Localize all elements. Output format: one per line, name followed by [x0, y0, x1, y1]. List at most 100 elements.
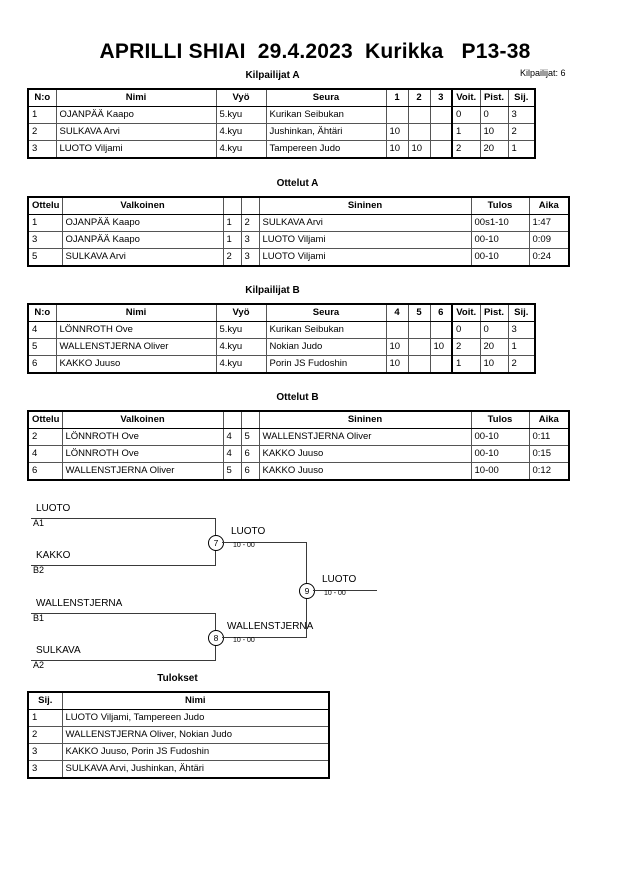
cell-m2: 10 [407, 140, 431, 159]
bracket-entry-name-3: WALLENSTJERNA [36, 598, 123, 609]
cell-white-no: 5 [222, 462, 242, 481]
cell-time: 0:24 [528, 248, 570, 267]
cell-m1: 10 [385, 338, 409, 356]
bracket-match-number-9: 9 [299, 583, 315, 599]
cell-blue-no: 2 [240, 214, 260, 232]
cell-m1 [385, 321, 409, 339]
col-rank: Sij. [507, 303, 536, 322]
caption-results: Tulokset [157, 673, 198, 684]
table-row: 3 SULKAVA Arvi, Jushinkan, Ähtäri [27, 760, 330, 779]
bracket-line-entry-4 [31, 660, 215, 661]
cell-name: SULKAVA Arvi [55, 123, 217, 141]
cell-time: 0:15 [528, 445, 570, 463]
cell-wins: 2 [451, 338, 481, 356]
table-results: Sij. Nimi 1 LUOTO Viljami, Tampereen Jud… [27, 691, 330, 779]
table-header-row: Sij. Nimi [27, 691, 330, 710]
col-name: Nimi [55, 303, 217, 322]
cell-rank: 1 [507, 140, 536, 159]
cell-result: 10-00 [470, 462, 530, 481]
cell-white-no: 1 [222, 214, 242, 232]
table-row: 3 LUOTO Viljami 4.kyu Tampereen Judo 10 … [27, 140, 536, 159]
bracket-entry-seed-2: B2 [33, 565, 45, 575]
bracket-line-entry-2 [31, 565, 215, 566]
cell-points: 0 [479, 321, 509, 339]
table-row: 3 OJANPÄÄ Kaapo 1 3 LUOTO Viljami 00-10 … [27, 231, 570, 249]
cell-rank: 3 [507, 321, 536, 339]
cell-m3 [429, 321, 453, 339]
col-blue-no [240, 410, 260, 429]
cell-result: 00s1-10 [470, 214, 530, 232]
cell-white: LÖNNROTH Ove [61, 428, 224, 446]
col-wins: Voit. [451, 303, 481, 322]
cell-white-no: 2 [222, 248, 242, 267]
col-result: Tulos [470, 410, 530, 429]
cell-points: 10 [479, 123, 509, 141]
page-title: APRILLI SHIAI 29.4.2023 Kurikka P13-38 [99, 40, 531, 63]
cell-belt: 4.kyu [215, 140, 267, 159]
cell-no: 3 [27, 140, 57, 159]
bracket-score-sf2: 10 - 00 [233, 637, 255, 644]
col-rank: Sij. [507, 88, 536, 107]
bracket-score-sf1: 10 - 00 [233, 542, 255, 549]
table-row: 3 KAKKO Juuso, Porin JS Fudoshin [27, 743, 330, 761]
cell-no: 2 [27, 123, 57, 141]
table-row: 2 LÖNNROTH Ove 4 5 WALLENSTJERNA Oliver … [27, 428, 570, 446]
cell-m3 [429, 355, 453, 374]
table-row: 6 KAKKO Juuso 4.kyu Porin JS Fudoshin 10… [27, 355, 536, 374]
table-header-row: N:o Nimi Vyö Seura 4 5 6 Voit. Pist. Sij… [27, 303, 536, 322]
bracket-line-entry-1 [31, 518, 215, 519]
caption-matches-b: Ottelut B [276, 392, 319, 403]
cell-name: LUOTO Viljami [55, 140, 217, 159]
bracket-match-number-7: 7 [208, 535, 224, 551]
caption-pool-a: Kilpailijat A [245, 70, 300, 81]
table-pool-a: N:o Nimi Vyö Seura 1 2 3 Voit. Pist. Sij… [27, 88, 536, 159]
bracket-entry-seed-1: A1 [33, 518, 45, 528]
cell-match: 4 [27, 445, 63, 463]
cell-rank: 3 [507, 106, 536, 124]
cell-m3 [429, 123, 453, 141]
col-white: Valkoinen [61, 410, 224, 429]
table-row: 5 WALLENSTJERNA Oliver 4.kyu Nokian Judo… [27, 338, 536, 356]
col-name: Nimi [55, 88, 217, 107]
cell-wins: 1 [451, 123, 481, 141]
cell-name: OJANPÄÄ Kaapo [55, 106, 217, 124]
col-time: Aika [528, 410, 570, 429]
col-belt: Vyö [215, 88, 267, 107]
cell-blue-no: 3 [240, 231, 260, 249]
cell-wins: 2 [451, 140, 481, 159]
cell-rank: 2 [507, 355, 536, 374]
table-row: 5 SULKAVA Arvi 2 3 LUOTO Viljami 00-10 0… [27, 248, 570, 267]
cell-rank: 1 [27, 709, 63, 727]
cell-white-no: 4 [222, 428, 242, 446]
table-header-row: N:o Nimi Vyö Seura 1 2 3 Voit. Pist. Sij… [27, 88, 536, 107]
col-points: Pist. [479, 303, 509, 322]
table-matches-a: Ottelu Valkoinen Sininen Tulos Aika 1 OJ… [27, 196, 570, 267]
cell-blue-no: 6 [240, 462, 260, 481]
cell-result: 00-10 [470, 445, 530, 463]
cell-rank: 3 [27, 760, 63, 779]
cell-name: SULKAVA Arvi, Jushinkan, Ähtäri [61, 760, 330, 779]
cell-belt: 4.kyu [215, 123, 267, 141]
cell-name: WALLENSTJERNA Oliver [55, 338, 217, 356]
cell-rank: 3 [27, 743, 63, 761]
cell-club: Kurikan Seibukan [265, 106, 387, 124]
col-white: Valkoinen [61, 196, 224, 215]
table-row: 4 LÖNNROTH Ove 4 6 KAKKO Juuso 00-10 0:1… [27, 445, 570, 463]
bracket-line-sf1-out [222, 542, 306, 543]
cell-rank: 2 [507, 123, 536, 141]
cell-blue: LUOTO Viljami [258, 231, 472, 249]
cell-no: 1 [27, 106, 57, 124]
cell-m1: 10 [385, 140, 409, 159]
cell-wins: 0 [451, 106, 481, 124]
cell-club: Nokian Judo [265, 338, 387, 356]
col-wins: Voit. [451, 88, 481, 107]
cell-blue: LUOTO Viljami [258, 248, 472, 267]
cell-name: KAKKO Juuso, Porin JS Fudoshin [61, 743, 330, 761]
col-name: Nimi [61, 691, 330, 710]
cell-blue-no: 3 [240, 248, 260, 267]
col-rank: Sij. [27, 691, 63, 710]
col-match-1: 1 [385, 88, 409, 107]
table-row: 1 OJANPÄÄ Kaapo 1 2 SULKAVA Arvi 00s1-10… [27, 214, 570, 232]
table-header-row: Ottelu Valkoinen Sininen Tulos Aika [27, 196, 570, 215]
